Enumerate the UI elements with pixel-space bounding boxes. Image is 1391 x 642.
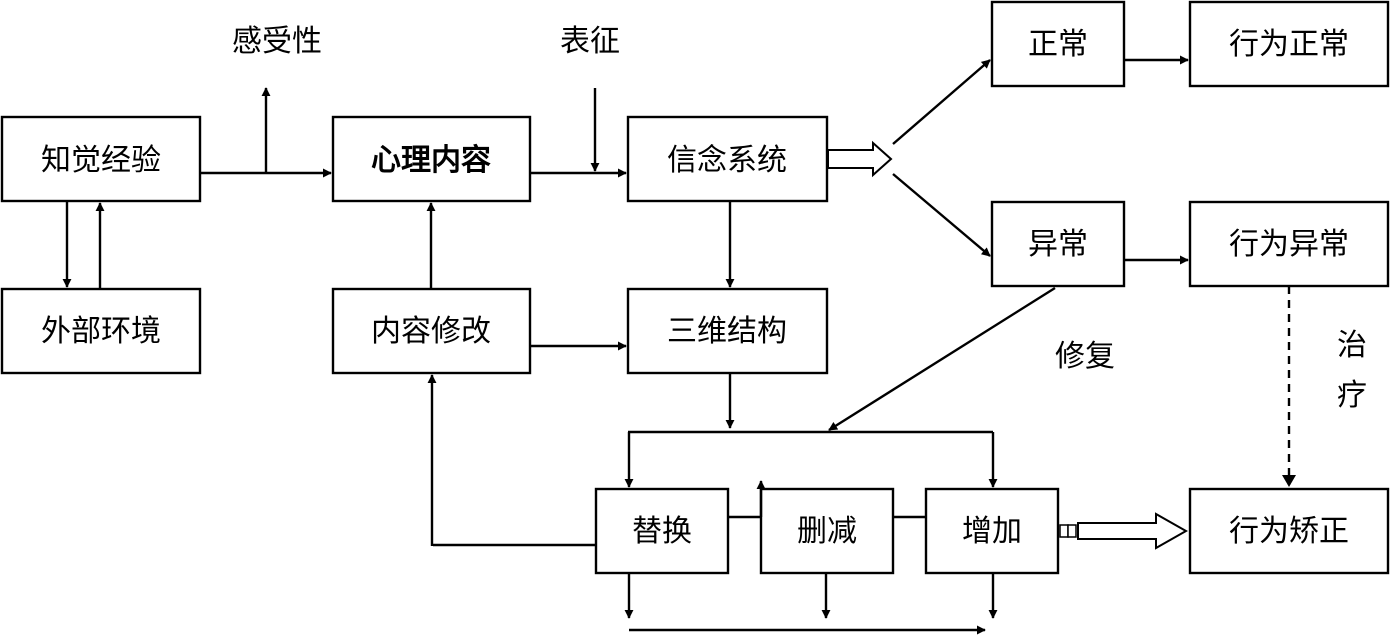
node-belief-system: 信念系统 xyxy=(626,115,829,203)
node-normal-behavior-label: 行为正常 xyxy=(1229,27,1349,62)
edge-treatment-arrowhead xyxy=(1282,475,1296,487)
edge-to-abnormal xyxy=(892,173,991,257)
edge-label-sensitivity: 感受性 xyxy=(232,24,322,59)
edge-label-repair: 修复 xyxy=(1055,339,1115,374)
edge-to-normal xyxy=(892,59,991,145)
node-belief-system-label: 信念系统 xyxy=(667,143,787,178)
node-perceptual-experience-label: 知觉经验 xyxy=(41,143,161,178)
node-three-dim-structure: 三维结构 xyxy=(626,287,829,375)
node-mental-content: 心理内容 xyxy=(331,115,532,203)
edge-label-representation: 表征 xyxy=(560,24,620,59)
node-abnormal-behavior: 行为异常 xyxy=(1188,200,1390,288)
node-perceptual-experience: 知觉经验 xyxy=(0,115,202,203)
hollow-arrow-tick-1 xyxy=(1059,524,1069,538)
edge-label-treatment-2: 疗 xyxy=(1337,378,1367,413)
node-delete: 删减 xyxy=(759,487,895,575)
node-three-dim-structure-label: 三维结构 xyxy=(667,314,787,349)
edge-repair xyxy=(828,286,1056,432)
edge-belief-hollow-arrow xyxy=(827,140,893,178)
node-normal-behavior: 行为正常 xyxy=(1188,0,1390,88)
edge-add-to-correction-hollow-arrow xyxy=(1077,512,1189,550)
node-add-label: 增加 xyxy=(962,514,1022,549)
node-normal-label: 正常 xyxy=(1028,27,1088,62)
node-content-modification: 内容修改 xyxy=(331,287,532,375)
node-behavior-correction-label: 行为矫正 xyxy=(1229,514,1349,549)
node-abnormal-label: 异常 xyxy=(1028,227,1088,262)
node-mental-content-label: 心理内容 xyxy=(371,143,491,178)
node-content-modification-label: 内容修改 xyxy=(371,314,491,349)
node-external-environment-label: 外部环境 xyxy=(41,314,161,349)
node-abnormal: 异常 xyxy=(990,200,1126,288)
edge-label-treatment-1: 治 xyxy=(1337,328,1367,363)
node-external-environment: 外部环境 xyxy=(0,287,202,375)
hollow-arrow-tick-2 xyxy=(1067,524,1077,538)
node-normal: 正常 xyxy=(990,0,1126,88)
node-replace-label: 替换 xyxy=(632,514,692,549)
node-behavior-correction: 行为矫正 xyxy=(1188,487,1390,575)
node-abnormal-behavior-label: 行为异常 xyxy=(1229,227,1349,262)
node-add: 增加 xyxy=(924,487,1060,575)
node-delete-label: 删减 xyxy=(797,514,857,549)
node-replace: 替换 xyxy=(594,487,730,575)
